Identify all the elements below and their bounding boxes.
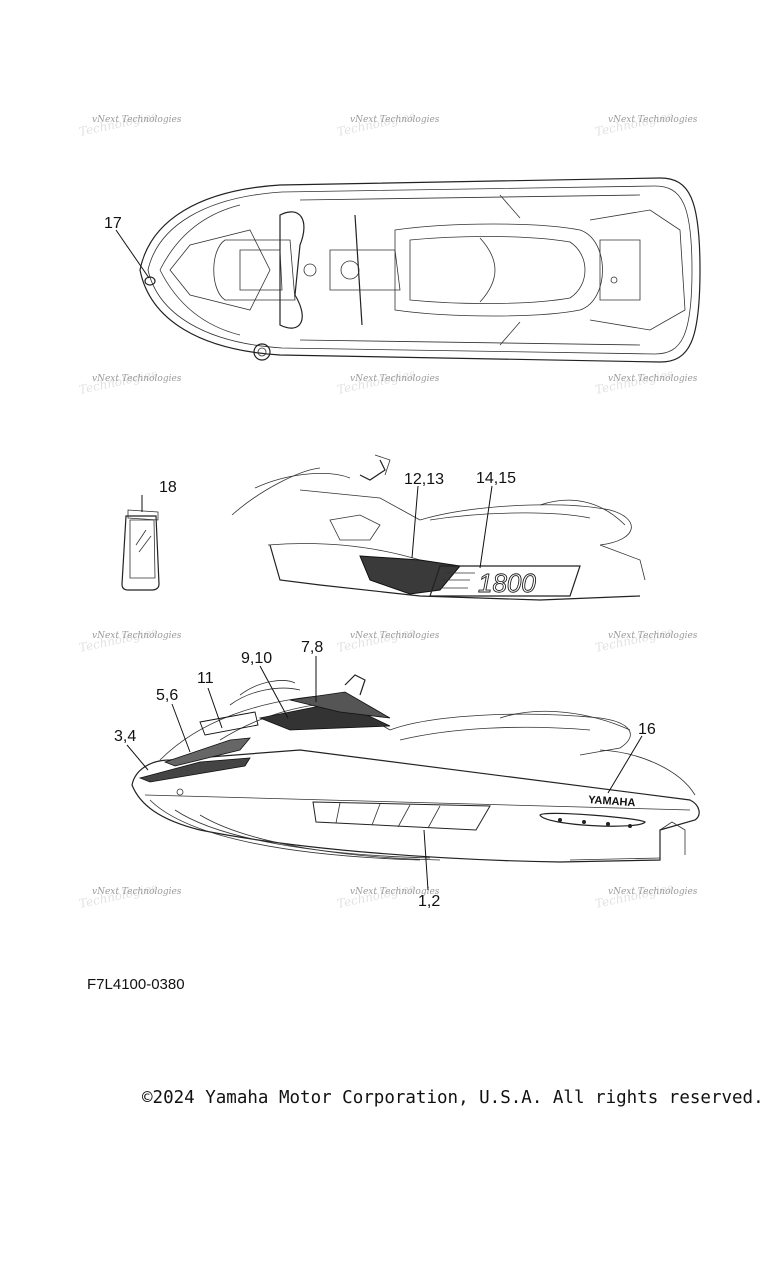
callout-3-4: 3,4 (114, 728, 136, 745)
watermark-mid-center: Technologies vNext Technologies (336, 625, 440, 655)
decal-5-6 (163, 737, 251, 767)
svg-text:vNext Technologies: vNext Technologies (350, 631, 440, 641)
decal-7-8 (289, 691, 391, 719)
watercraft-side-detail: 1800 (231, 454, 646, 601)
decal-16-brand: YAMAHA (588, 794, 636, 809)
watermark-bottom-left: Technologies vNext Technologies (78, 881, 182, 911)
watercraft-top-view (139, 177, 701, 363)
decal-1-2 (312, 801, 491, 831)
svg-text:vNext Technologies: vNext Technologies (608, 887, 698, 897)
decal-3-4 (138, 757, 251, 783)
svg-text:vNext Technologies: vNext Technologies (608, 374, 698, 384)
leader-17 (115, 229, 150, 279)
copyright-notice: ©2024 Yamaha Motor Corporation, U.S.A. A… (142, 1088, 764, 1108)
watermark-upper-left: Technologies vNext Technologies (78, 367, 182, 397)
leader-1-2 (423, 829, 429, 891)
callout-11: 11 (197, 670, 214, 687)
svg-text:vNext Technologies: vNext Technologies (608, 631, 698, 641)
decal-17-emblem (144, 276, 156, 286)
leader-12-13 (411, 485, 419, 559)
svg-text:vNext Technologies: vNext Technologies (608, 115, 698, 125)
watermark-top-right: Technologies vNext Technologies (594, 109, 698, 139)
watermark-upper-right: Technologies vNext Technologies (594, 367, 698, 397)
callout-16: 16 (638, 721, 656, 738)
warning-card-18 (121, 509, 160, 591)
svg-text:vNext Technologies: vNext Technologies (92, 374, 182, 384)
leader-9-10 (259, 665, 289, 719)
leader-11 (207, 687, 223, 729)
svg-text:vNext Technologies: vNext Technologies (350, 115, 440, 125)
parts-diagram: Technologies vNext Technologies Technolo… (78, 109, 701, 911)
watermark-top-center: Technologies vNext Technologies (336, 109, 440, 139)
watermark-upper-center: Technologies vNext Technologies (336, 367, 440, 397)
leader-14-15 (479, 485, 493, 569)
watermark-mid-right: Technologies vNext Technologies (594, 625, 698, 655)
decal-14-15 (429, 565, 581, 597)
decal-11 (199, 711, 259, 736)
diagram-code: F7L4100-0380 (87, 976, 185, 993)
callout-14-15: 14,15 (476, 470, 516, 487)
decal-9-10 (258, 701, 391, 731)
leader-16 (607, 735, 643, 794)
watercraft-side-view: YAMAHA (131, 674, 700, 863)
svg-text:vNext Technologies: vNext Technologies (350, 887, 440, 897)
callout-9-10: 9,10 (241, 650, 272, 667)
decal-12-13 (359, 555, 461, 595)
svg-text:vNext Technologies: vNext Technologies (92, 631, 182, 641)
model-number-decal: 1800 (478, 568, 536, 598)
svg-text:vNext Technologies: vNext Technologies (92, 115, 182, 125)
svg-text:vNext Technologies: vNext Technologies (350, 374, 440, 384)
watermark-top-left: Technologies vNext Technologies (78, 109, 182, 139)
callout-1-2: 1,2 (418, 893, 440, 910)
callout-18: 18 (159, 479, 177, 496)
watermark-bottom-right: Technologies vNext Technologies (594, 881, 698, 911)
svg-text:vNext Technologies: vNext Technologies (92, 887, 182, 897)
callout-12-13: 12,13 (404, 471, 444, 488)
callout-5-6: 5,6 (156, 687, 178, 704)
callout-7-8: 7,8 (301, 639, 323, 656)
callout-17: 17 (104, 215, 122, 232)
leader-5-6 (171, 703, 191, 753)
watermark-mid-left: Technologies vNext Technologies (78, 625, 182, 655)
leader-3-4 (126, 744, 149, 771)
